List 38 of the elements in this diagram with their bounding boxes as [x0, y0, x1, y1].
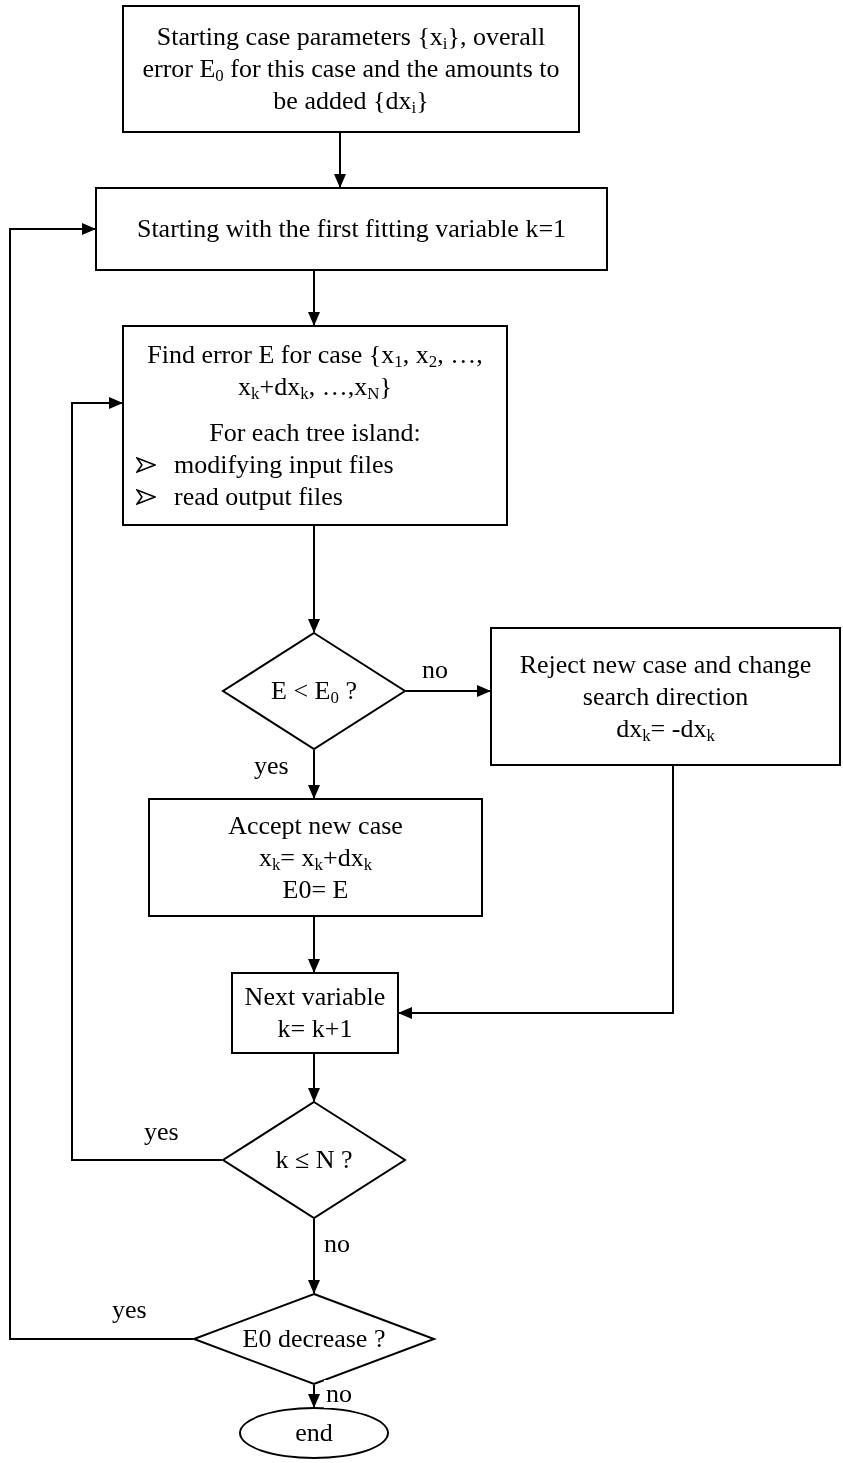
arrow	[308, 916, 320, 973]
arrow	[9, 223, 194, 1340]
node-text: k ≤ N ?	[275, 1144, 353, 1176]
decision-diamond	[193, 1293, 435, 1385]
node-detail-text: dx$_{k}$= -dx$_{k}$	[616, 712, 715, 745]
arrow	[308, 1053, 320, 1102]
node-text: Next variable	[244, 981, 386, 1013]
decision-diamond	[222, 632, 406, 750]
arrow	[308, 525, 320, 633]
node-text: Starting with the first fitting variable k=1	[136, 213, 567, 245]
decision-diamond	[222, 1101, 406, 1219]
arrow	[308, 1218, 320, 1294]
node-detail-text: For each tree island:	[209, 416, 421, 449]
node-text: E0 decrease ?	[242, 1323, 386, 1355]
node-detail-text: k= k+1	[277, 1013, 353, 1045]
node-text: E < E$_{0}$ ?	[271, 675, 357, 707]
node-text: Accept new case	[228, 809, 403, 842]
arrow	[308, 270, 320, 326]
process-box	[148, 798, 483, 917]
arrow	[405, 685, 491, 697]
bullet-text: read output files	[174, 480, 343, 513]
arrow	[398, 765, 674, 1019]
node-text: Find error E for case {x$_{1}$, x$_{2}$, …, x$_{k}$+dx$_{k}$, …,x$_{N}$}	[146, 338, 484, 403]
arrow	[71, 397, 223, 1161]
arrow	[308, 1384, 320, 1408]
process-box	[231, 972, 399, 1054]
process-box	[95, 187, 608, 271]
arrow	[334, 132, 346, 188]
process-box	[122, 325, 508, 526]
node-text: Starting case parameters {x$_{i}$}, overall error E$_{0}$ for this case and the amounts to be added {dx$_{i}$}	[141, 21, 561, 117]
process-box	[490, 627, 841, 766]
node-detail-text: x$_{k}$= x$_{k}$+dx$_{k}$	[258, 841, 373, 874]
process-box	[122, 5, 580, 133]
edge-label: no	[324, 1380, 354, 1408]
node-text: end	[295, 1417, 333, 1449]
arrow	[308, 749, 320, 799]
bullet-text: modifying input files	[174, 448, 394, 481]
node-detail-text: E0= E	[282, 873, 349, 906]
